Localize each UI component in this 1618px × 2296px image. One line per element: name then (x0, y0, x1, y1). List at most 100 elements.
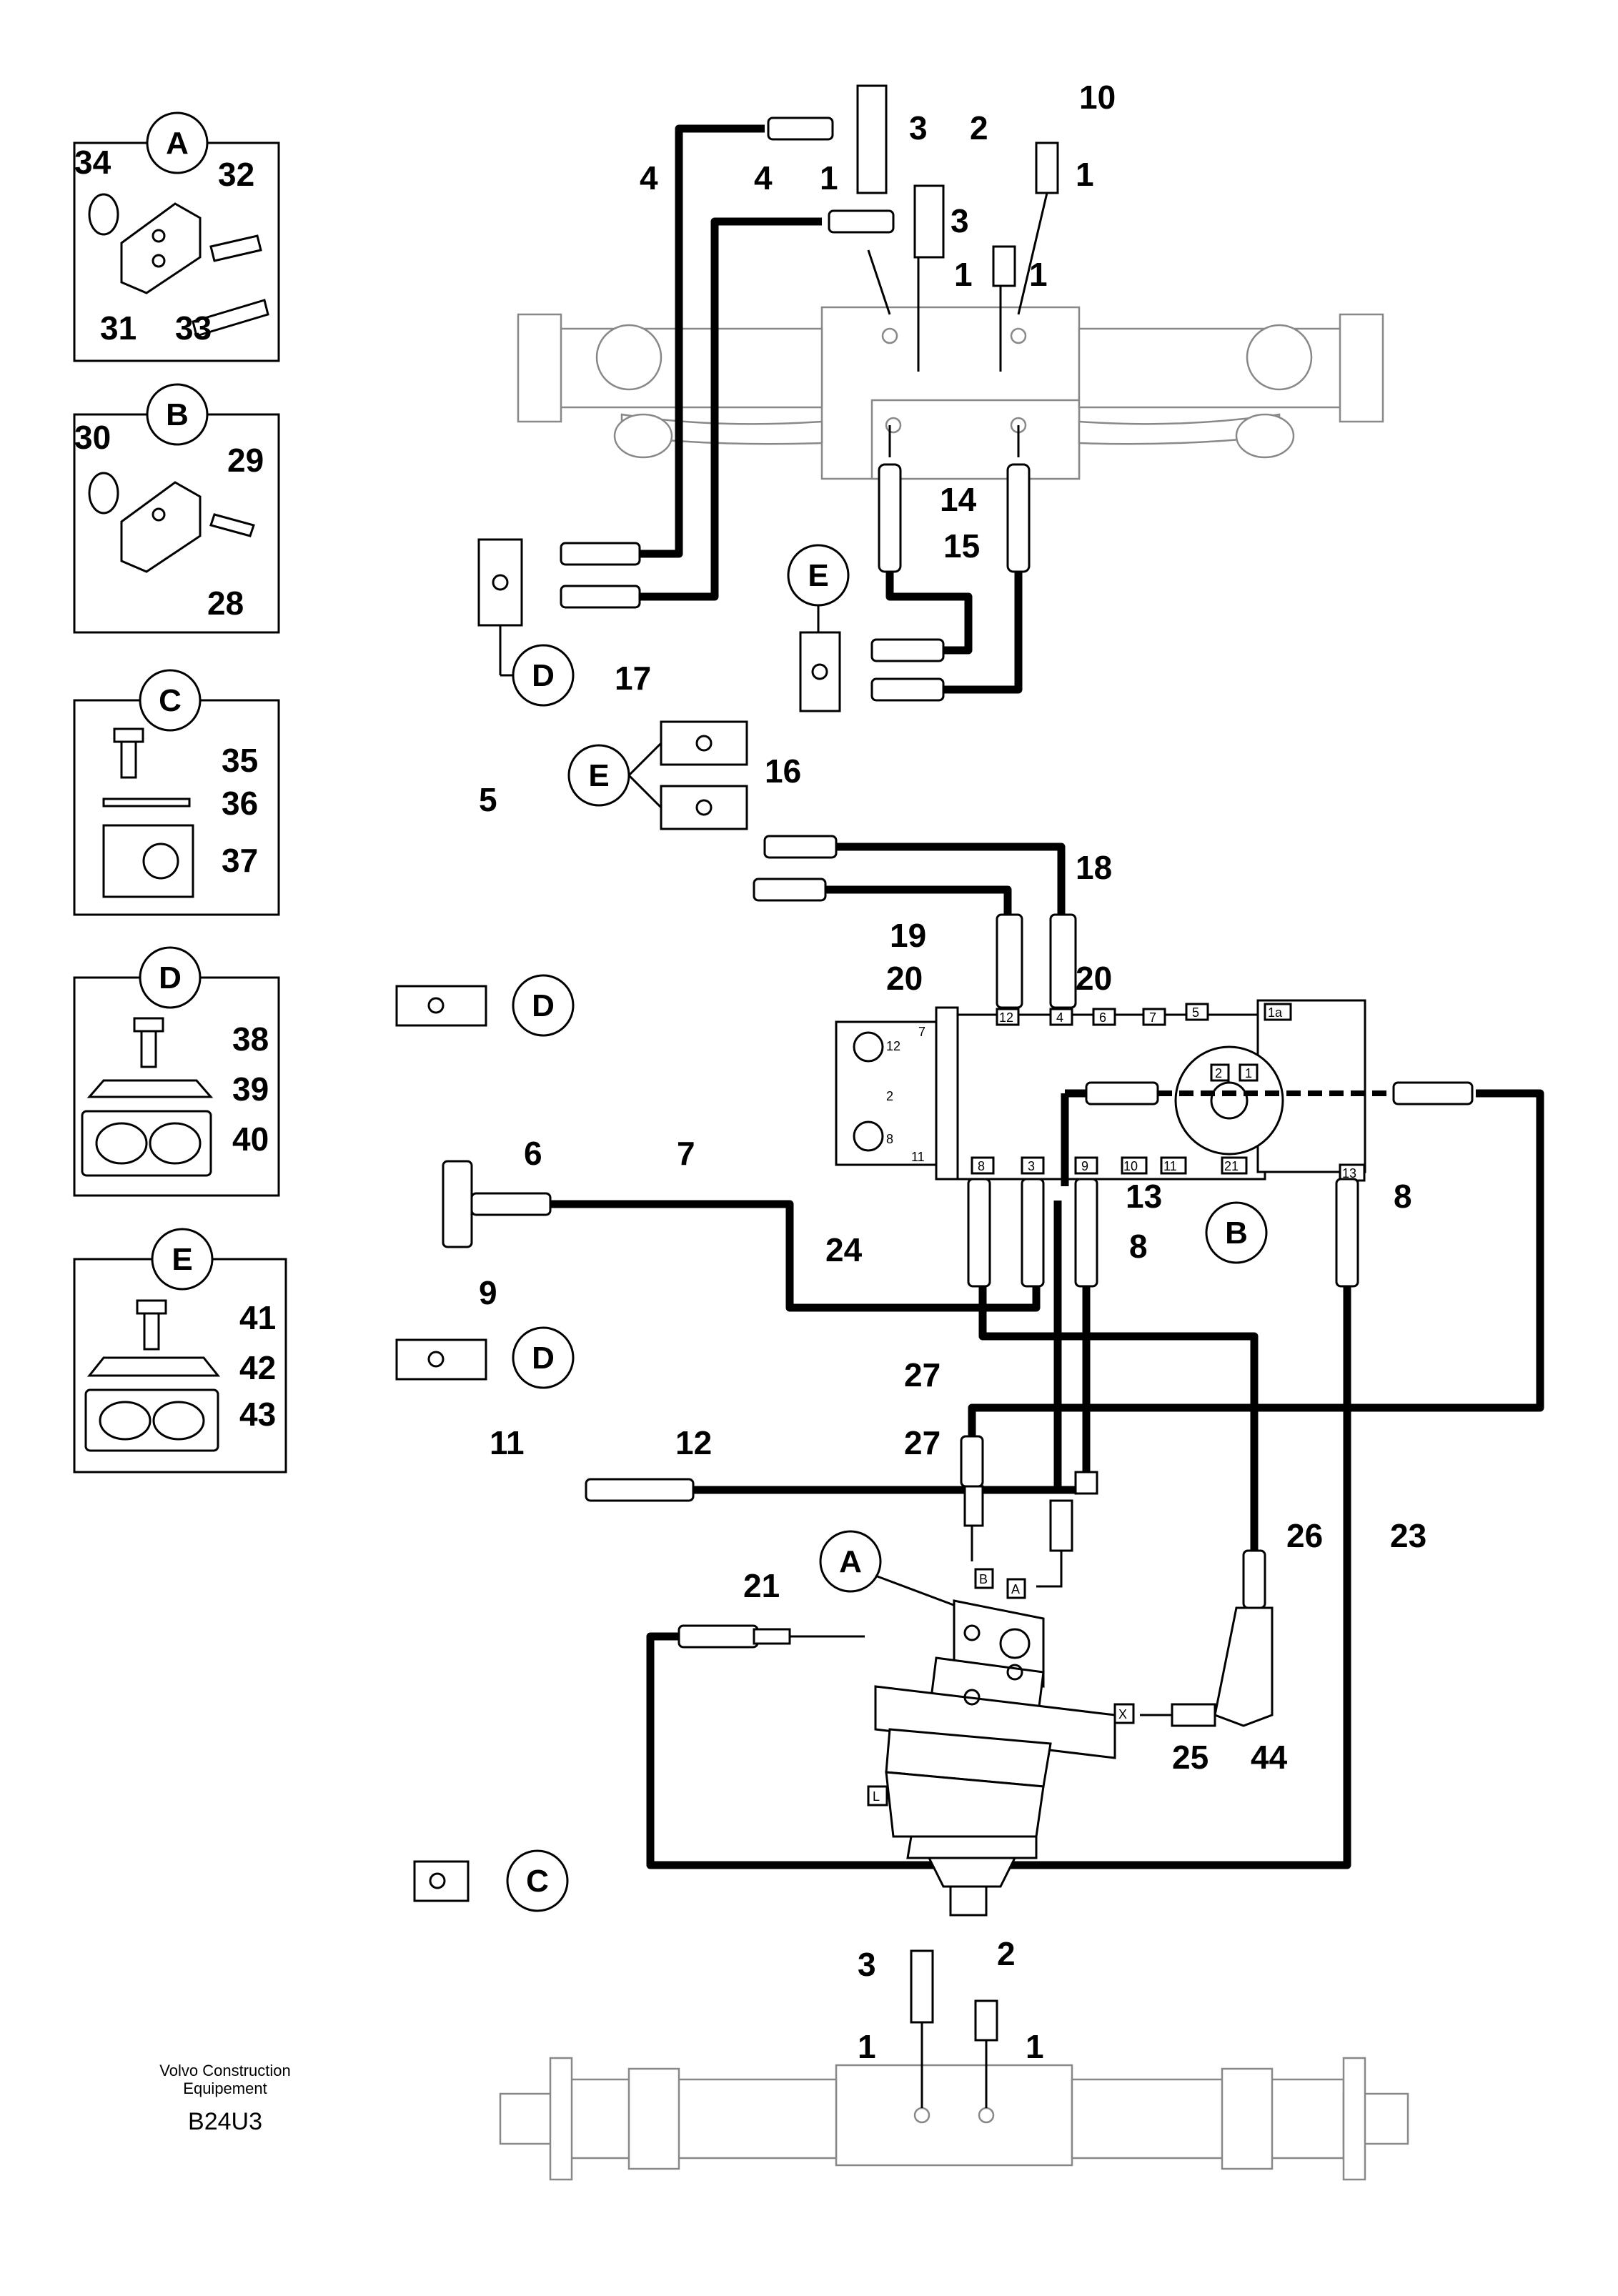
hose-18 (836, 843, 1066, 915)
callout-e-1: E (808, 558, 828, 593)
valve-hoses (442, 835, 1544, 1869)
part-1-c: 1 (954, 256, 973, 293)
panel-d-letter: D (159, 960, 182, 995)
part-16: 16 (765, 752, 801, 790)
svg-text:6: 6 (1099, 1010, 1106, 1025)
o-ring-34 (88, 193, 119, 236)
svg-text:7: 7 (918, 1025, 925, 1039)
label-28: 28 (207, 585, 244, 622)
part-6: 6 (524, 1135, 542, 1172)
top-axle-hoses (560, 84, 1059, 702)
part-2-bottom: 2 (997, 1935, 1016, 1972)
svg-text:7: 7 (1149, 1010, 1156, 1025)
svg-text:8: 8 (978, 1159, 985, 1173)
part-21: 21 (743, 1567, 780, 1604)
hose-4-inner (636, 217, 822, 601)
hose-27-loop (968, 1089, 1544, 1436)
part-26: 26 (1286, 1517, 1323, 1554)
part-8-a: 8 (1394, 1178, 1412, 1215)
svg-text:5: 5 (1192, 1005, 1199, 1020)
part-3-b: 3 (951, 202, 969, 239)
credit-line-2: Equipement (183, 2079, 267, 2097)
part-23: 23 (1390, 1517, 1426, 1554)
label-30: 30 (74, 419, 111, 456)
part-24: 24 (825, 1231, 863, 1268)
screw-32 (209, 234, 262, 262)
callout-e-2: E (588, 758, 609, 793)
port-b: B (979, 1572, 988, 1586)
svg-text:12: 12 (886, 1039, 900, 1053)
svg-text:1a: 1a (1268, 1005, 1283, 1020)
part-3-c: 3 (858, 1946, 876, 1983)
svg-text:1: 1 (1245, 1066, 1252, 1080)
part-44: 44 (1251, 1739, 1288, 1776)
clamp-d-top (477, 538, 523, 627)
svg-text:9: 9 (1081, 1159, 1088, 1173)
part-5: 5 (479, 781, 497, 818)
part-4-a: 4 (640, 159, 658, 197)
part-1-d: 1 (1029, 256, 1048, 293)
label-40: 40 (232, 1120, 269, 1158)
panel-c-letter: C (159, 683, 182, 718)
callout-circle-a (146, 111, 209, 174)
svg-text:3: 3 (1028, 1159, 1035, 1173)
svg-text:13: 13 (1342, 1166, 1356, 1181)
detail-panel-e: E 41 42 43 (73, 1228, 287, 1473)
hose-7 (547, 1200, 1041, 1312)
credit-line-1: Volvo Construction (159, 2062, 290, 2079)
flange-half (120, 202, 202, 294)
label-43: 43 (239, 1396, 276, 1433)
label-34: 34 (74, 144, 111, 181)
port-a: A (1011, 1582, 1020, 1596)
clamp-c (413, 1860, 470, 1902)
part-11: 11 (490, 1424, 525, 1461)
front-axle (517, 306, 1384, 480)
label-31: 31 (100, 309, 137, 347)
part-13: 13 (1126, 1178, 1162, 1215)
label-36: 36 (222, 785, 258, 822)
part-20-b: 20 (1076, 960, 1112, 997)
part-19: 19 (890, 917, 926, 954)
drawing-code: B24U3 (188, 2108, 262, 2135)
label-38: 38 (232, 1020, 269, 1058)
callout-a: A (839, 1544, 862, 1579)
label-35: 35 (222, 742, 258, 779)
rear-axle (499, 1949, 1409, 2181)
part-2-top: 2 (970, 109, 988, 146)
detail-panel-a: A 34 32 31 33 (73, 111, 280, 362)
panel-e-letter: E (172, 1242, 192, 1277)
part-15: 15 (943, 527, 980, 565)
part-3-a: 3 (909, 109, 928, 146)
callout-d-3: D (532, 1341, 555, 1376)
port-x: X (1118, 1707, 1127, 1721)
part-12: 12 (675, 1424, 712, 1461)
svg-text:8: 8 (886, 1132, 893, 1146)
svg-text:21: 21 (1224, 1159, 1239, 1173)
label-32: 32 (218, 156, 254, 193)
part-1-b: 1 (820, 159, 838, 197)
callout-c: C (526, 1864, 549, 1899)
callout-b: B (1225, 1216, 1248, 1251)
callout-d-1: D (532, 658, 555, 693)
part-14: 14 (940, 481, 977, 518)
hydraulic-motor: A B A X L (678, 1485, 1274, 1917)
label-41: 41 (239, 1299, 276, 1336)
part-4-b: 4 (754, 159, 773, 197)
part-10: 10 (1079, 79, 1116, 116)
svg-text:11: 11 (1163, 1159, 1177, 1173)
hose-19 (822, 885, 1012, 915)
label-29: 29 (227, 442, 264, 479)
svg-text:2: 2 (1215, 1066, 1222, 1080)
hose-26 (978, 1272, 1259, 1551)
svg-text:11: 11 (911, 1150, 925, 1164)
part-25: 25 (1172, 1739, 1208, 1776)
label-42: 42 (239, 1349, 276, 1386)
part-1-f: 1 (1026, 2028, 1044, 2065)
detail-panel-d: D 38 39 40 (73, 946, 280, 1197)
part-27-b: 27 (904, 1424, 940, 1461)
part-1-a: 1 (1076, 156, 1094, 193)
hose-4-outer (636, 124, 765, 558)
label-33: 33 (175, 309, 212, 347)
callout-d-2: D (532, 988, 555, 1023)
svg-text:10: 10 (1123, 1159, 1138, 1173)
